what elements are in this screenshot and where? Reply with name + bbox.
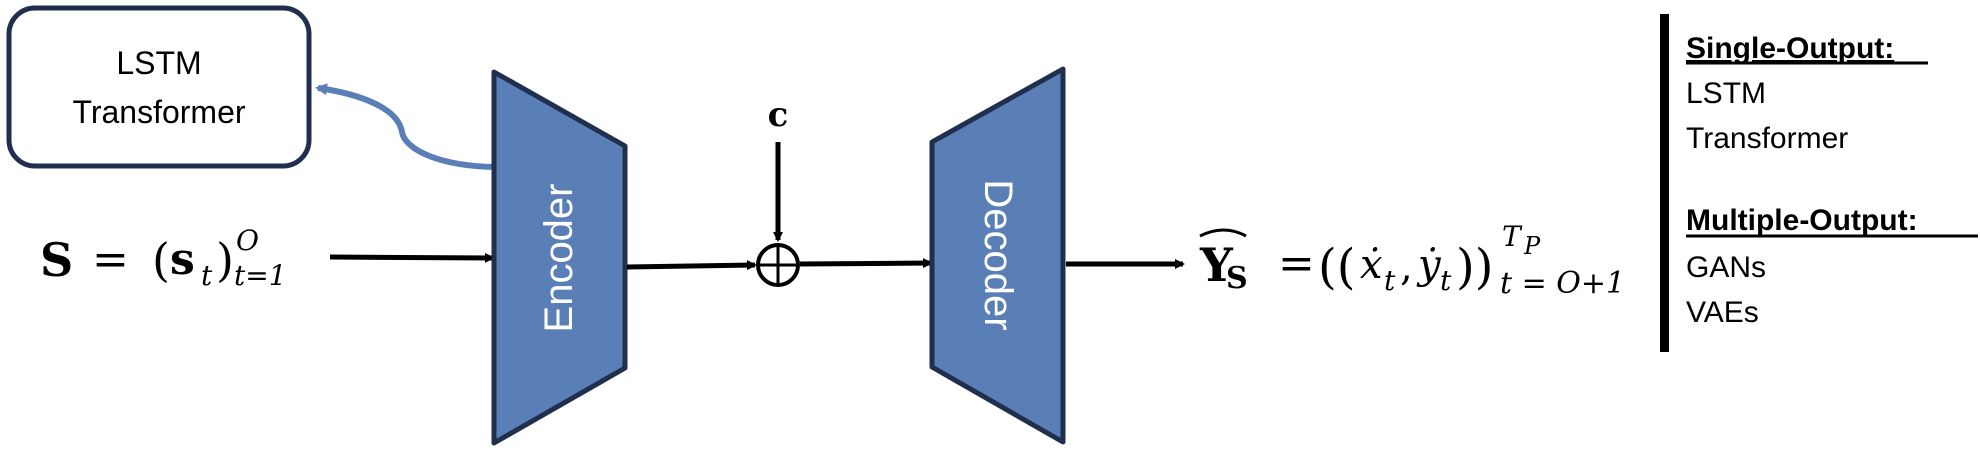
output-symbol-y: Y (1199, 238, 1234, 292)
input-body-s: s (170, 234, 195, 285)
input-equals: = (92, 234, 129, 285)
encoder-to-backbone-connector (315, 83, 496, 170)
input-subscript: t=1 (234, 259, 287, 292)
backbone-options-box: LSTM Transformer (6, 5, 312, 169)
input-close-paren: ) (216, 233, 234, 287)
output-hat (1199, 228, 1247, 238)
input-superscript: O (236, 224, 259, 257)
decoder-block: Decoder (929, 66, 1066, 445)
legend-divider (1660, 14, 1669, 352)
encoder-label: Encoder (537, 184, 581, 333)
input-body-sub: t (201, 259, 213, 292)
output-x-sub: t (1384, 264, 1396, 297)
input-open-paren: ( (152, 233, 170, 287)
encoder-to-combine-arrow (626, 260, 757, 271)
output-comma: , (1400, 244, 1413, 290)
input-symbol-s: S (40, 233, 73, 287)
backbone-option-transformer: Transformer (72, 94, 245, 130)
output-superscript: T (1502, 220, 1523, 253)
legend-heading-single-output: Single-Output: (1686, 32, 1894, 65)
legend-item-transformer: Transformer (1686, 122, 1848, 155)
concat-operator-icon (756, 243, 800, 287)
output-symbol-sub: S (1226, 261, 1248, 296)
legend-heading-multiple-output: Multiple-Output: (1686, 204, 1918, 237)
output-superscript-sub: P (1523, 232, 1541, 260)
output-formula: Y S = (( ẋ t , ẏ t )) T P t = O+1 (1199, 220, 1625, 301)
backbone-option-lstm: LSTM (116, 45, 201, 81)
output-close-paren: )) (1456, 239, 1493, 295)
legend: Single-Output: LSTM Transformer Multiple… (1686, 32, 1978, 329)
output-y-sub: t (1440, 264, 1452, 297)
combine-to-decoder-arrow (799, 258, 933, 269)
condition-label: c (768, 95, 789, 135)
legend-item-gans: GANs (1686, 251, 1766, 284)
output-subscript: t = O+1 (1500, 266, 1625, 301)
output-equals: = (1278, 238, 1315, 289)
output-x-dot: ẋ (1360, 242, 1383, 288)
decoder-label: Decoder (976, 179, 1020, 330)
input-formula: S = ( s t ) O t=1 (40, 224, 287, 292)
input-arrow (329, 252, 495, 263)
output-open-paren: (( (1318, 239, 1355, 295)
legend-item-lstm: LSTM (1686, 77, 1766, 110)
encoder-block: Encoder (491, 69, 628, 446)
legend-item-vaes: VAEs (1686, 296, 1759, 329)
output-y-dot: ẏ (1416, 242, 1442, 288)
